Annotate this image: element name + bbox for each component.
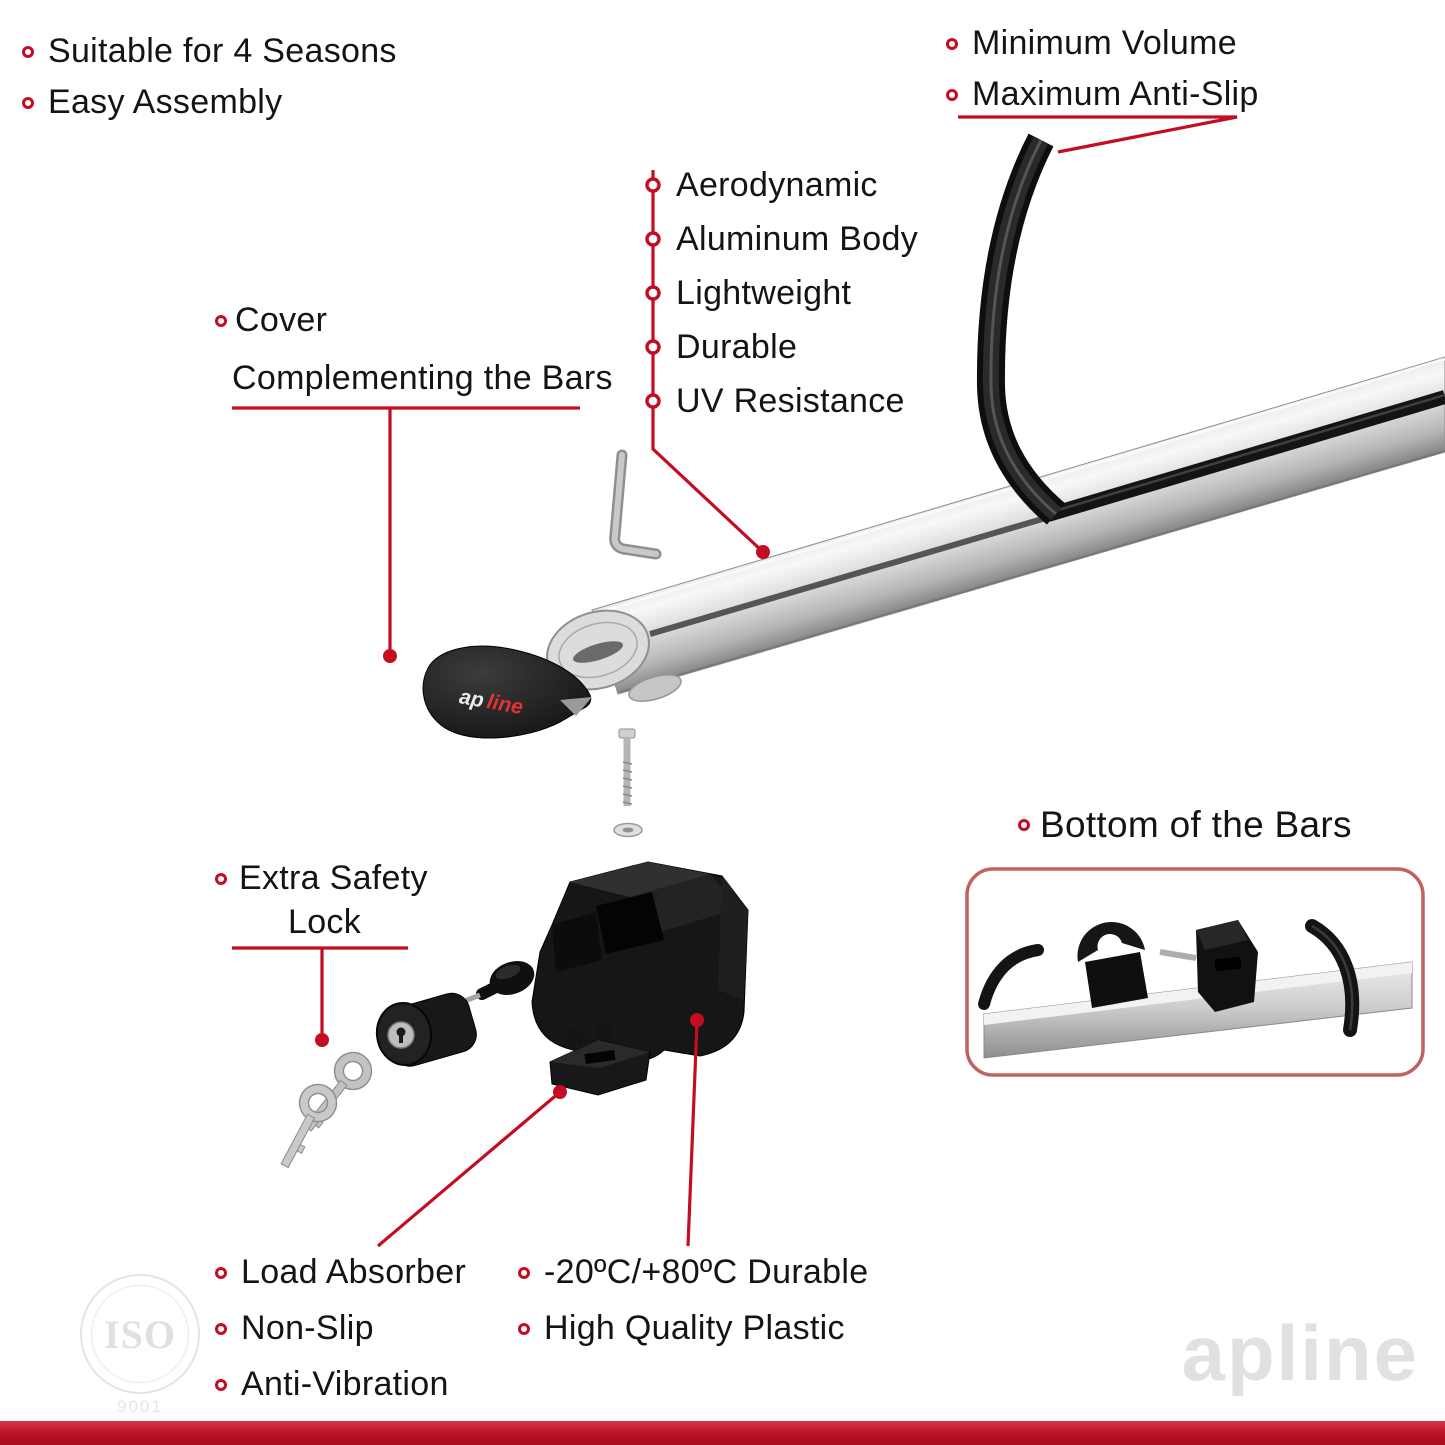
foot-clamp [531,861,749,1063]
feature-list-top-right: Minimum Volume Maximum Anti-Slip [946,24,1259,114]
bullet-icon [215,872,227,885]
bullet-icon [215,1378,227,1391]
feature-item: Durable [676,320,918,374]
feature-list-bottom-center: -20ºC/+80ºC Durable High Quality Plastic [518,1253,868,1348]
cover-label-line1: Cover [235,301,328,339]
feature-item: Suitable for 4 Seasons [22,32,397,71]
feature-label: High Quality Plastic [544,1309,845,1347]
cover-label: Cover [215,301,327,340]
feature-item: Load Absorber [215,1253,466,1292]
bottom-red-bar [0,1421,1445,1445]
feature-label: Easy Assembly [48,83,283,121]
safety-label-line1: Extra Safety [239,859,428,897]
lock-bracket [549,1020,651,1096]
callout-lines [232,115,1238,1248]
feature-label: Aerodynamic [676,165,878,204]
bullet-icon [946,88,958,101]
security-lock [375,961,535,1067]
feature-item: Aluminum Body [676,212,918,266]
bullet-icon [518,1266,530,1279]
feature-label: Non-Slip [241,1309,374,1347]
feature-item: -20ºC/+80ºC Durable [518,1253,868,1292]
rubber-strip [976,133,1445,525]
feature-label: UV Resistance [676,381,905,420]
brand-watermark: apline [1181,1309,1419,1397]
feature-label: -20ºC/+80ºC Durable [544,1253,869,1291]
feature-label: Suitable for 4 Seasons [48,32,397,70]
safety-label: Extra Safety [215,859,428,898]
feature-label: Load Absorber [241,1253,467,1291]
cover-label-line2: Complementing the Bars [232,359,613,397]
inset-bottom-of-bars [965,867,1425,1077]
feature-item: High Quality Plastic [518,1309,868,1348]
cap-logo-prefix: ap [458,685,486,712]
feature-item: UV Resistance [676,374,918,428]
bullet-icon [1018,819,1030,831]
feature-item: Lightweight [676,266,918,320]
iso-watermark: ISO [80,1274,200,1394]
feature-item: Minimum Volume [946,24,1259,63]
safety-label-line2: Lock [288,903,362,941]
washer [613,822,643,838]
feature-label: Lightweight [676,273,852,312]
feature-item: Maximum Anti-Slip [946,75,1259,114]
keys [280,1051,373,1169]
feature-item: Aerodynamic [676,158,918,212]
feature-item: Easy Assembly [22,83,397,122]
feature-item: Anti-Vibration [215,1365,466,1404]
bottom-of-bars-text: Bottom of the Bars [1040,804,1352,845]
bullet-icon [215,1322,227,1335]
feature-list-bottom-left: Load Absorber Non-Slip Anti-Vibration [215,1253,466,1404]
bullet-icon [215,314,227,327]
feature-label: Aluminum Body [676,219,918,258]
iso-title: ISO [104,1311,176,1357]
iso-number: 9001 [117,1397,163,1416]
bar-feature-list: Aerodynamic Aluminum Body Lightweight Du… [676,158,918,428]
bottom-of-bars-label: Bottom of the Bars [1018,804,1352,846]
bullet-icon [518,1322,530,1335]
end-cap-cover: ap line [422,645,592,739]
feature-label: Maximum Anti-Slip [972,75,1259,113]
feature-label: Minimum Volume [972,24,1237,62]
bullet-icon [22,96,34,109]
feature-label: Durable [676,327,798,366]
allen-key [609,449,662,560]
feature-list-top-left: Suitable for 4 Seasons Easy Assembly [22,32,397,122]
bullet-icon [22,45,34,58]
bullet-icon [946,37,958,50]
feature-label: Anti-Vibration [241,1365,449,1403]
bullet-icon [215,1266,227,1279]
feature-item: Non-Slip [215,1309,466,1348]
mounting-bolt [618,728,636,806]
